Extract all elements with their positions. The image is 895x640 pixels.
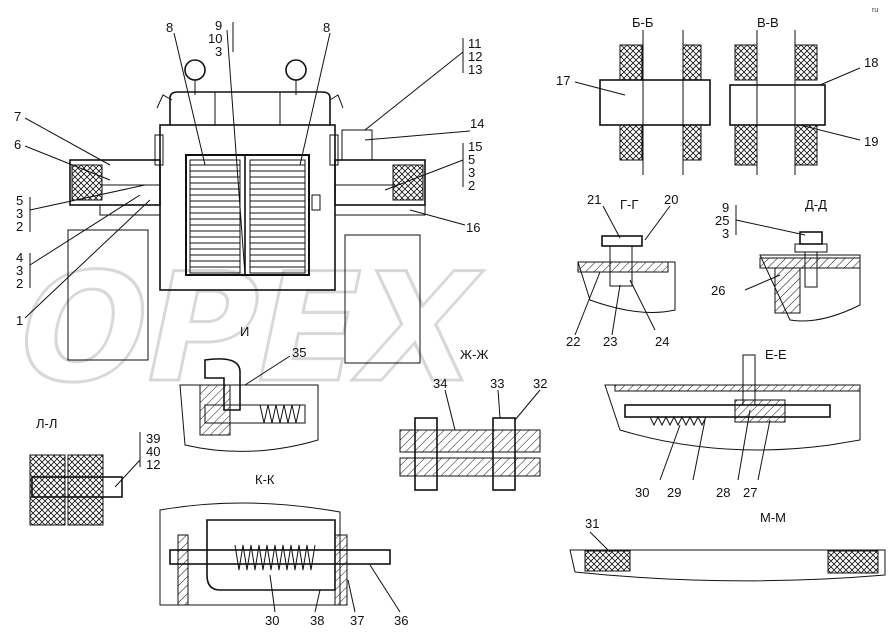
callout-20: 20 (664, 192, 678, 207)
section-title-gg: Г-Г (620, 197, 638, 212)
callout-3e: 3 (722, 226, 729, 241)
section-title-vv: В-В (757, 15, 779, 30)
section-kk (159, 502, 401, 613)
section-dd (735, 205, 861, 322)
section-i (179, 355, 319, 452)
watermark-text: OPEX (2, 241, 495, 416)
callout-30b: 30 (265, 613, 279, 628)
main-view (67, 59, 426, 364)
section-bb (574, 30, 711, 175)
callout-21: 21 (587, 192, 601, 207)
callout-19: 19 (864, 134, 878, 149)
callout-28: 28 (716, 485, 730, 500)
section-title-mm: М-М (760, 510, 786, 525)
callout-18: 18 (864, 55, 878, 70)
section-title-i: И (240, 324, 249, 339)
callout-2b: 2 (16, 219, 23, 234)
section-title-ll: Л-Л (36, 416, 57, 431)
callout-9b: 9 (722, 200, 729, 215)
callout-8a: 8 (166, 20, 173, 35)
callout-2c: 2 (16, 276, 23, 291)
callout-25: 25 (715, 213, 729, 228)
main-leaders (24, 22, 471, 319)
section-ee (604, 354, 861, 481)
callout-31: 31 (585, 516, 599, 531)
section-title-dd: Д-Д (805, 197, 827, 212)
callout-9: 9 (215, 18, 222, 33)
callout-17: 17 (556, 73, 570, 88)
callout-5a: 5 (468, 152, 475, 167)
callout-40: 40 (146, 444, 160, 459)
callout-34: 34 (433, 376, 447, 391)
callout-30a: 30 (635, 485, 649, 500)
callout-22: 22 (566, 334, 580, 349)
callout-23: 23 (603, 334, 617, 349)
section-zhzh (399, 389, 541, 491)
callout-3d: 3 (16, 263, 23, 278)
section-ll (29, 432, 141, 526)
section-title-kk: К-К (255, 472, 275, 487)
corner-mark: ru (872, 7, 878, 14)
callout-4: 4 (16, 250, 23, 265)
callout-35: 35 (292, 345, 306, 360)
callout-6: 6 (14, 137, 21, 152)
callout-14: 14 (470, 116, 484, 131)
callout-38: 38 (310, 613, 324, 628)
callout-12b: 12 (146, 457, 160, 472)
callout-39: 39 (146, 431, 160, 446)
callout-2a: 2 (468, 178, 475, 193)
section-vv (729, 30, 861, 175)
callout-3b: 3 (468, 165, 475, 180)
section-title-zhzh: Ж-Ж (460, 347, 488, 362)
section-gg (574, 205, 676, 336)
callout-3a: 3 (215, 44, 222, 59)
callout-27: 27 (743, 485, 757, 500)
callout-13: 13 (468, 62, 482, 77)
callout-12a: 12 (468, 49, 482, 64)
callout-8b: 8 (323, 20, 330, 35)
callout-16: 16 (466, 220, 480, 235)
section-title-bb: Б-Б (632, 15, 653, 30)
callout-36: 36 (394, 613, 408, 628)
callout-10: 10 (208, 31, 222, 46)
callout-1: 1 (16, 313, 23, 328)
callout-33: 33 (490, 376, 504, 391)
callout-37: 37 (350, 613, 364, 628)
callout-24: 24 (655, 334, 669, 349)
callout-7: 7 (14, 109, 21, 124)
callout-26: 26 (711, 283, 725, 298)
callout-29: 29 (667, 485, 681, 500)
section-mm (569, 531, 886, 582)
callout-3c: 3 (16, 206, 23, 221)
callout-11: 11 (468, 36, 482, 51)
section-title-ee: Е-Е (765, 347, 787, 362)
callout-32: 32 (533, 376, 547, 391)
callout-5b: 5 (16, 193, 23, 208)
callout-15: 15 (468, 139, 482, 154)
